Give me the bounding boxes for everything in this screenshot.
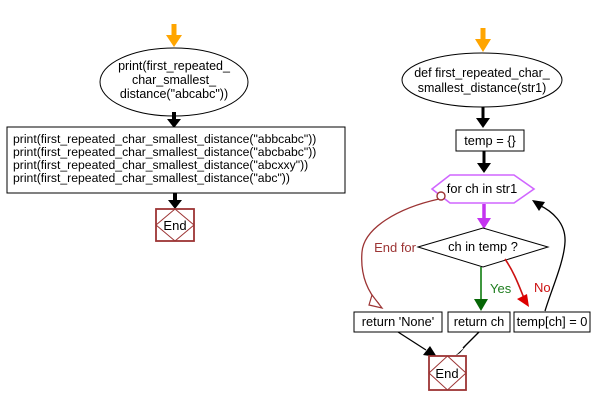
curve: [361, 198, 440, 305]
arrow-stem: [397, 331, 427, 351]
yes-label: Yes: [490, 281, 512, 296]
def-ellipse-line2: smallest_distance(str1): [418, 81, 547, 95]
start-ellipse-line3: distance("abcabc")): [120, 87, 228, 101]
connector-none-to-end: [397, 331, 437, 357]
arrowhead: [517, 294, 529, 307]
arrowhead: [477, 163, 491, 173]
arrowhead: [474, 299, 488, 311]
connector-ellipse-to-code: [167, 112, 181, 128]
decision-diamond: [416, 227, 550, 268]
loop-exit-port: [436, 191, 446, 201]
temp-assign-text: temp[ch] = 0: [517, 314, 588, 329]
start-arrow-icon: [166, 24, 182, 47]
arrowhead: [423, 346, 437, 357]
end-diamond: [428, 355, 467, 391]
connector-def-to-temp: [476, 107, 490, 128]
code-line: print(first_repeated_char_smallest_dista…: [13, 132, 316, 146]
arrowhead: [476, 118, 490, 128]
end-terminator: End: [155, 208, 195, 242]
no-label: No: [534, 280, 551, 295]
curve: [538, 204, 566, 312]
right-flowchart: def first_repeated_char_ smallest_distan…: [353, 28, 591, 391]
code-line: print(first_repeated_char_smallest_dista…: [13, 171, 290, 185]
end-diamond: [155, 208, 195, 242]
arrowhead: [477, 218, 491, 229]
connector-loop-to-condition: [477, 204, 491, 229]
loop-hexagon: [430, 174, 536, 204]
connector-yes: [474, 267, 488, 311]
open-arrowhead: [368, 293, 384, 309]
arrowhead: [532, 200, 545, 211]
code-line: print(first_repeated_char_smallest_dista…: [13, 158, 308, 172]
arrow-stem: [462, 331, 480, 349]
left-flowchart: print(first_repeated_ char_smallest_ dis…: [6, 24, 346, 242]
arrowhead: [168, 200, 182, 209]
end-label: End: [163, 218, 186, 233]
start-ellipse-line1: print(first_repeated_: [118, 59, 231, 73]
connector-temp-to-loop: [477, 151, 491, 173]
return-ch-text: return ch: [454, 314, 505, 329]
end-label: End: [435, 366, 458, 381]
connector-end-for: [361, 198, 440, 309]
def-ellipse-line1: def first_repeated_char_: [414, 66, 551, 80]
connector-code-to-end: [168, 193, 182, 209]
end-for-label: End for: [374, 240, 417, 255]
connector-loopback: [532, 200, 566, 312]
curve: [504, 258, 525, 299]
def-ellipse: [401, 52, 563, 108]
temp-init-box: [455, 129, 525, 152]
temp-assign-box: [513, 311, 591, 333]
connector-ch-to-end: [455, 331, 480, 356]
arrowhead: [475, 39, 491, 52]
end-terminator: End: [428, 355, 467, 391]
loop-header-text: for ch in str1: [447, 181, 517, 196]
arrowhead: [455, 346, 466, 356]
arrowhead: [167, 119, 181, 128]
return-none-text: return 'None': [362, 314, 434, 329]
connector-no: [504, 258, 529, 307]
condition-text: ch in temp ?: [448, 239, 518, 254]
arrowhead: [166, 35, 182, 47]
temp-init-text: temp = {}: [464, 133, 516, 148]
code-line: print(first_repeated_char_smallest_dista…: [13, 145, 316, 159]
start-arrow-icon: [475, 28, 491, 52]
start-ellipse-line2: char_smallest_: [132, 73, 217, 87]
